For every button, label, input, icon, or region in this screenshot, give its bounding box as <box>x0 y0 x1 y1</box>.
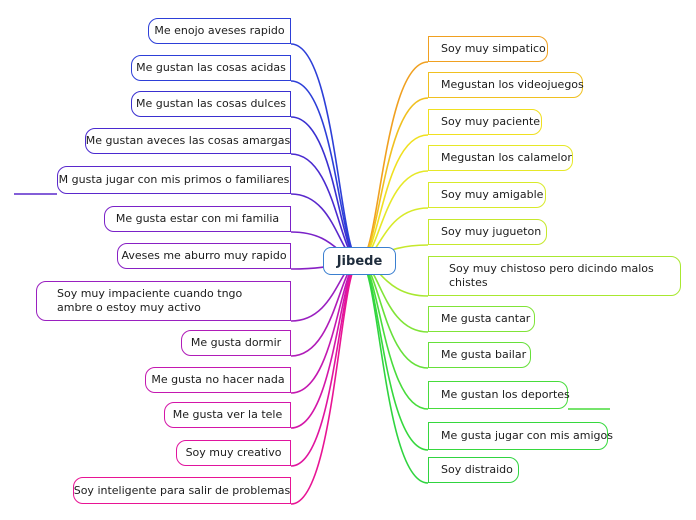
topic-jugar-primos[interactable]: M gusta jugar con mis primos o familiare… <box>57 166 291 194</box>
topic-calamelor[interactable]: Megustan los calamelor <box>428 145 573 171</box>
topic-paciente[interactable]: Soy muy paciente <box>428 109 542 135</box>
topic-inteligente[interactable]: Soy inteligente para salir de problemas <box>73 477 291 504</box>
topic-distraido[interactable]: Soy distraido <box>428 457 519 483</box>
connector-r2 <box>359 97 429 262</box>
topic-enojo-rapido[interactable]: Me enojo aveses rapido <box>148 18 291 44</box>
topic-simpatico[interactable]: Soy muy simpatico <box>428 36 548 62</box>
connector-r12 <box>359 260 429 484</box>
central-topic[interactable]: Jibede <box>323 247 396 275</box>
topic-videojuegos[interactable]: Megustan los videojuegos <box>428 72 584 98</box>
topic-chistoso[interactable]: Soy muy chistoso pero dicindo malos chis… <box>428 256 681 296</box>
topic-creativo[interactable]: Soy muy creativo <box>176 440 291 466</box>
topic-cantar[interactable]: Me gusta cantar <box>428 306 535 332</box>
connector-l1 <box>290 43 360 262</box>
topic-amigable[interactable]: Soy muy amigable <box>428 182 546 208</box>
topic-jugueton[interactable]: Soy muy jugueton <box>428 219 547 245</box>
topic-estar-familia[interactable]: Me gusta estar con mi familia <box>104 206 291 232</box>
topic-cosas-dulces[interactable]: Me gustan las cosas dulces <box>131 91 291 117</box>
topic-deportes[interactable]: Me gustan los deportes <box>428 381 570 409</box>
topic-bailar[interactable]: Me gusta bailar <box>428 342 531 368</box>
topic-impaciente[interactable]: Soy muy impaciente cuando tngo ambre o e… <box>36 281 291 321</box>
topic-ver-tele[interactable]: Me gusta ver la tele <box>164 402 291 428</box>
topic-me-aburro[interactable]: Aveses me aburro muy rapido <box>117 243 291 269</box>
topic-cosas-acidas[interactable]: Me gustan las cosas acidas <box>131 55 291 81</box>
connector-r1 <box>359 61 429 262</box>
topic-no-hacer-nada[interactable]: Me gusta no hacer nada <box>145 367 291 393</box>
topic-dormir[interactable]: Me gusta dormir <box>181 330 291 356</box>
topic-cosas-amargas[interactable]: Me gustan aveces las cosas amargas <box>85 128 291 154</box>
topic-jugar-amigos[interactable]: Me gusta jugar con mis amigos <box>428 422 613 450</box>
